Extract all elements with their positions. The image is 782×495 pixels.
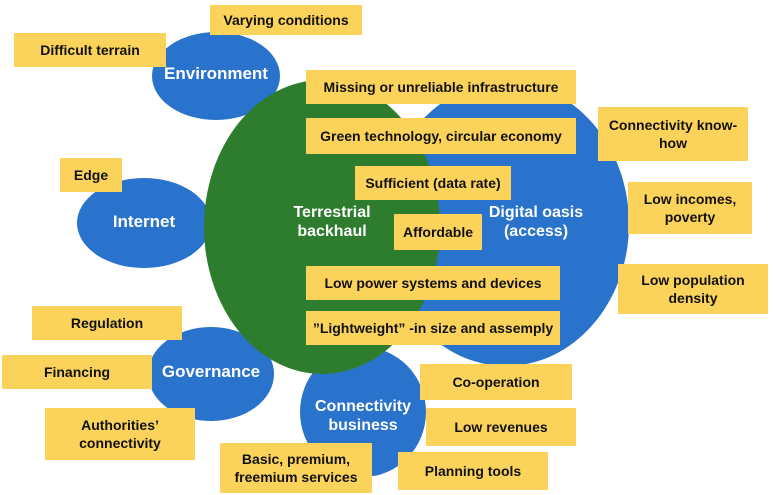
financing-box: Financing [2,355,152,389]
green-technology-box: Green technology, circular economy [306,118,576,154]
varying-conditions-box: Varying conditions [210,5,362,35]
environment-label: Environment [164,64,268,83]
sufficient-data-rate-box: Sufficient (data rate) [355,166,511,200]
low-power-box: Low power systems and devices [306,266,560,300]
missing-infrastructure-box: Missing or unreliable infrastructure [306,70,576,104]
connectivity-know-how-box: Connectivity know- how [598,107,748,161]
internet-ellipse [77,178,211,268]
planning-tools-box: Planning tools [398,452,548,490]
connectivity-business-label: Connectivity business [314,398,411,435]
terrestrial-backhaul-label: Terrestrial backhaul [293,204,371,241]
lightweight-box: ”Lightweight” -in size and assemply [306,311,560,345]
low-incomes-box: Low incomes, poverty [628,182,752,234]
edge-box: Edge [60,158,122,192]
governance-label: Governance [161,362,261,381]
affordable-box: Affordable [394,214,482,250]
difficult-terrain-box: Difficult terrain [14,33,166,67]
regulation-box: Regulation [32,306,182,340]
authorities-connectivity-box: Authorities’ connectivity [45,408,195,460]
internet-label: Internet [112,212,176,231]
low-revenues-box: Low revenues [426,408,576,446]
basic-premium-freemium-box: Basic, premium, freemium services [220,443,372,493]
low-population-density-box: Low population density [618,264,768,314]
co-operation-box: Co-operation [420,364,572,400]
digital-oasis-label: Digital oasis (access) [488,204,584,241]
